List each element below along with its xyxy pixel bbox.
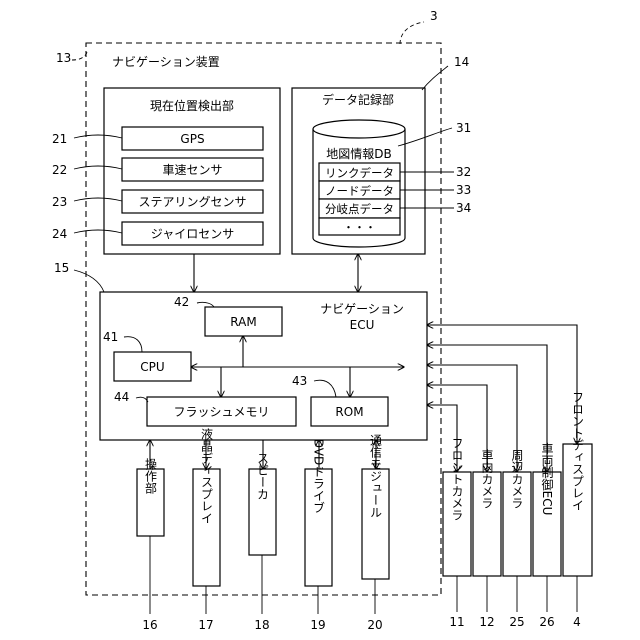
link-data-label: リンクデータ bbox=[325, 166, 394, 180]
ref-16: 16 bbox=[142, 618, 157, 632]
ref-34: 34 bbox=[456, 201, 471, 215]
other-data-ellipsis: ・・・ bbox=[343, 221, 376, 234]
ram-label: RAM bbox=[230, 315, 256, 329]
ref-20: 20 bbox=[367, 618, 382, 632]
ref-15-leader bbox=[74, 270, 104, 292]
gps-label: GPS bbox=[180, 132, 204, 146]
branch-data-label: 分岐点データ bbox=[325, 202, 394, 216]
data-recorder-label: データ記録部 bbox=[322, 92, 394, 107]
rom-label: ROM bbox=[335, 405, 363, 419]
map-db-cylinder-top bbox=[313, 120, 405, 138]
ref-12: 12 bbox=[479, 615, 494, 629]
node-data-label: ノードデータ bbox=[325, 184, 394, 198]
ref-3-leader bbox=[400, 22, 424, 44]
ref-43: 43 bbox=[292, 374, 307, 388]
navigation-ecu-label-line1: ナビゲーション bbox=[320, 302, 404, 316]
ref-32: 32 bbox=[456, 165, 471, 179]
ref-19: 19 bbox=[310, 618, 325, 632]
vehicle-speed-sensor-label: 車速センサ bbox=[162, 163, 222, 177]
flash-memory-label: フラッシュメモリ bbox=[173, 405, 269, 419]
ref-26: 26 bbox=[539, 615, 554, 629]
cpu-label: CPU bbox=[140, 360, 164, 374]
ref-11: 11 bbox=[449, 615, 464, 629]
ref-3: 3 bbox=[430, 9, 438, 23]
ref-21: 21 bbox=[52, 132, 67, 146]
ref-31: 31 bbox=[456, 121, 471, 135]
navigation-device-label: ナビゲーション装置 bbox=[112, 55, 220, 69]
ref-22: 22 bbox=[52, 163, 67, 177]
map-db-label: 地図情報DB bbox=[326, 147, 391, 161]
ref-14: 14 bbox=[454, 55, 469, 69]
ref-24: 24 bbox=[52, 227, 67, 241]
ref-14-leader bbox=[422, 66, 448, 90]
ref-17: 17 bbox=[198, 618, 213, 632]
ref-4: 4 bbox=[573, 615, 581, 629]
ref-44: 44 bbox=[114, 390, 129, 404]
ref-18: 18 bbox=[254, 618, 269, 632]
ref-42: 42 bbox=[174, 295, 189, 309]
ref-25: 25 bbox=[509, 615, 524, 629]
navigation-ecu-label-line2: ECU bbox=[350, 318, 375, 332]
gyro-sensor-label: ジャイロセンサ bbox=[151, 227, 234, 241]
ref-41: 41 bbox=[103, 330, 118, 344]
current-position-detector-label: 現在位置検出部 bbox=[150, 98, 234, 113]
ref-33: 33 bbox=[456, 183, 471, 197]
ref-15: 15 bbox=[54, 261, 69, 275]
ref-13: 13 bbox=[56, 51, 71, 65]
ref-23: 23 bbox=[52, 195, 67, 209]
steering-sensor-label: ステアリングセンサ bbox=[138, 195, 246, 209]
